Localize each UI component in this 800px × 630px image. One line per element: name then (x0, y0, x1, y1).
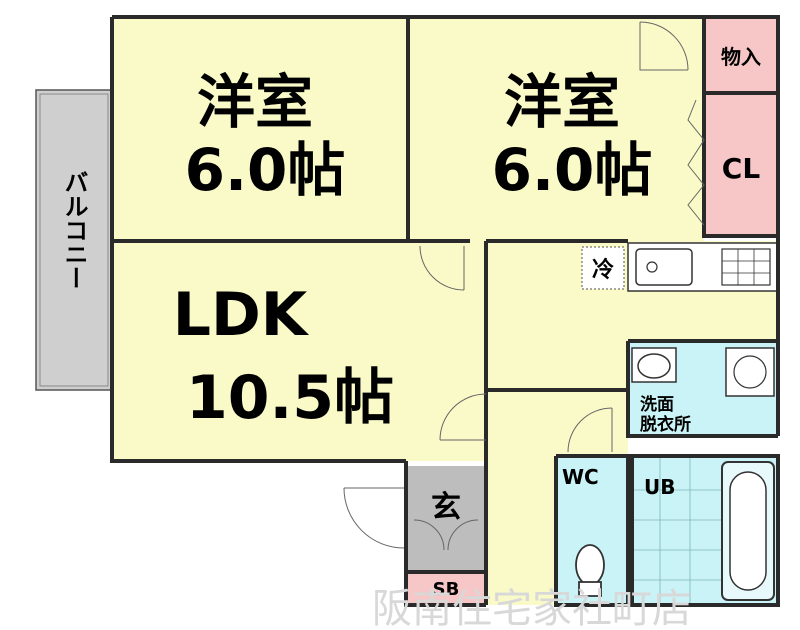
storage-closet (704, 17, 778, 93)
fridge-label: 冷 (592, 257, 614, 283)
hallway (486, 341, 628, 391)
washroom-label-line2: 脱衣所 (640, 414, 691, 435)
cl-closet (704, 93, 778, 236)
western-room-1-name: 洋室 (197, 68, 313, 136)
ub-tiles (632, 456, 722, 604)
western-room-2-name: 洋室 (504, 68, 620, 136)
genkan (406, 466, 486, 572)
ldk-size: 10.5帖 (186, 363, 394, 433)
washing-machine-icon (725, 347, 775, 397)
western-room-1-size: 6.0帖 (185, 136, 346, 204)
ub-label: UB (644, 475, 675, 499)
ldk-name: LDK (173, 280, 310, 350)
western-room-2-size: 6.0帖 (492, 136, 653, 204)
wc-label: WC (562, 465, 599, 489)
western-room-1 (112, 17, 408, 241)
balcony (35, 89, 113, 391)
stove-icon (721, 248, 771, 286)
washroom-label-line1: 洗面 (640, 394, 674, 415)
corridor (486, 391, 556, 605)
washbasin-icon (631, 347, 677, 383)
storage-label: 物入 (721, 45, 761, 69)
western-room-2 (408, 17, 704, 241)
shoe-box (406, 572, 486, 604)
walls (110, 15, 780, 607)
sb-label: SB (433, 579, 460, 600)
fridge-space (581, 246, 625, 290)
toilet-icon (575, 544, 605, 597)
door-swings (343, 21, 705, 551)
watermark: 阪南住宅家社町店 (372, 586, 692, 630)
cl-label: CL (722, 152, 761, 185)
genkan-label: 玄 (431, 490, 461, 525)
ldk-room (112, 241, 486, 461)
balcony-label: バルコニー (60, 170, 88, 290)
